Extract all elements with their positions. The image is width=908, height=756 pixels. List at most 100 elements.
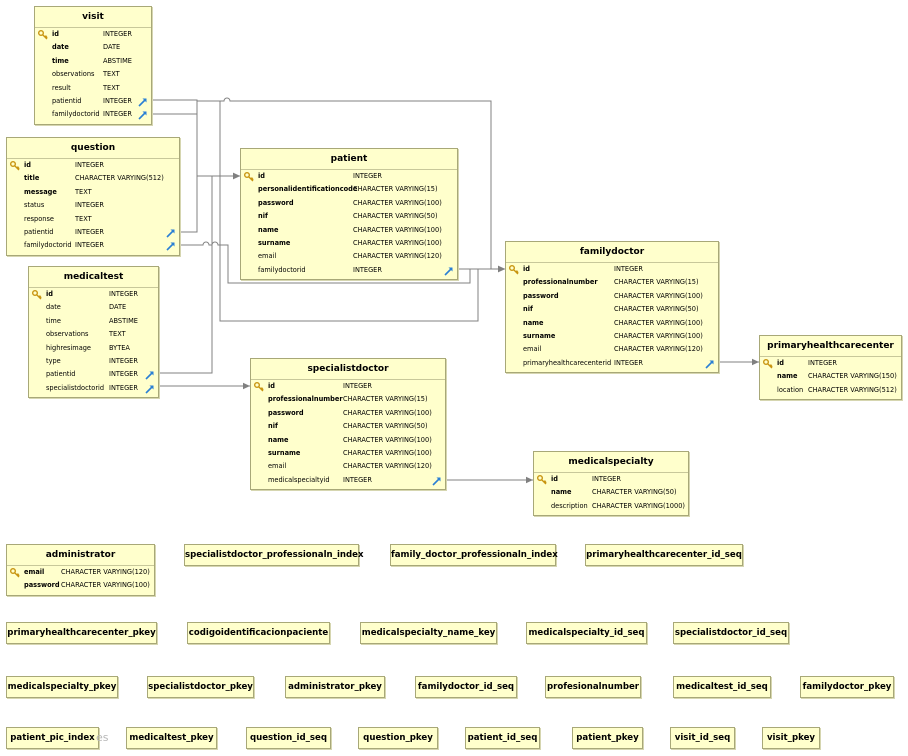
foreign-key-arrow-icon bbox=[138, 110, 148, 120]
index-box[interactable]: medicalspecialty_name_key bbox=[360, 622, 497, 644]
index-box[interactable]: visit_pkey bbox=[762, 727, 820, 749]
column-type: INTEGER bbox=[109, 290, 138, 298]
index-box[interactable]: primaryhealthcarecenter_pkey bbox=[6, 622, 157, 644]
index-box[interactable]: family_doctor_professionaln_index bbox=[390, 544, 558, 566]
index-box[interactable]: specialistdoctor_professionaln_index bbox=[184, 544, 364, 566]
column-type: CHARACTER VARYING(120) bbox=[61, 568, 150, 576]
index-box[interactable]: question_pkey bbox=[358, 727, 438, 749]
column-name: surname bbox=[258, 238, 291, 247]
index-box[interactable]: profesionalnumber bbox=[545, 676, 641, 698]
index-box[interactable]: medicaltest_id_seq bbox=[673, 676, 771, 698]
index-box[interactable]: codigoidentificacionpaciente bbox=[187, 622, 330, 644]
column-type: CHARACTER VARYING(100) bbox=[614, 318, 703, 327]
index-box[interactable]: familydoctor_id_seq bbox=[415, 676, 517, 698]
index-box[interactable]: visit_id_seq bbox=[670, 727, 735, 749]
column-name: observations bbox=[52, 70, 95, 79]
index-box[interactable]: specialistdoctor_id_seq bbox=[673, 622, 789, 644]
relation-medicaltest-patient bbox=[159, 172, 240, 374]
index-box[interactable]: medicaltest_pkey bbox=[126, 727, 217, 749]
index-box[interactable]: patient_pkey bbox=[572, 727, 643, 749]
column-type: CHARACTER VARYING(120) bbox=[353, 252, 442, 261]
index-box[interactable]: patient_id_seq bbox=[465, 727, 540, 749]
index-box[interactable]: specialistdoctor_pkey bbox=[147, 676, 254, 698]
index-box[interactable]: administrator_pkey bbox=[285, 676, 385, 698]
column-name: primaryhealthcarecenterid bbox=[523, 358, 612, 367]
index-box[interactable]: medicalspecialty_id_seq bbox=[526, 622, 647, 644]
index-box[interactable]: primaryhealthcarecenter_id_seq bbox=[585, 544, 743, 566]
index-box[interactable]: question_id_seq bbox=[246, 727, 331, 749]
column-name: specialistdoctorid bbox=[46, 383, 105, 392]
index-box[interactable]: familydoctor_pkey bbox=[800, 676, 894, 698]
index-box[interactable]: medicalspecialty_pkey bbox=[6, 676, 118, 698]
column-name: familydoctorid bbox=[52, 110, 100, 119]
column-type: CHARACTER VARYING(120) bbox=[614, 345, 703, 354]
index-box[interactable]: patient_pic_index bbox=[6, 727, 99, 749]
column-name: password bbox=[24, 581, 60, 590]
column-type: CHARACTER VARYING(100) bbox=[343, 435, 432, 444]
